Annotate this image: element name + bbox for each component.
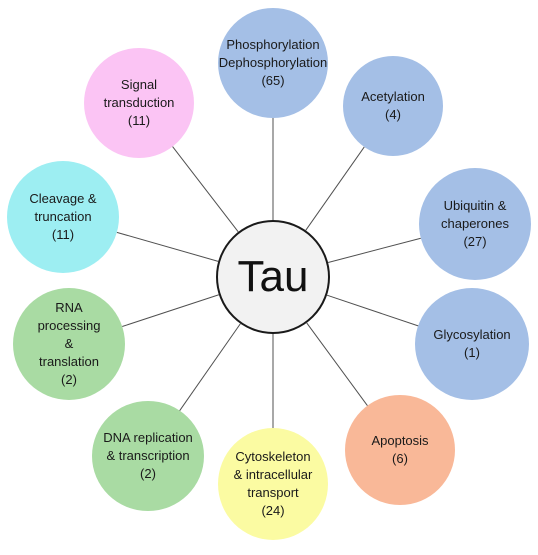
node-label-line: & [64, 336, 74, 351]
spoke-dna-replication [179, 323, 241, 412]
center-node-tau: Tau [216, 220, 330, 334]
node-label-line: (24) [261, 503, 285, 518]
spoke-glycosylation [326, 294, 420, 327]
node-acetylation: Acetylation (4) [343, 56, 443, 156]
node-label-line: (27) [463, 234, 487, 249]
node-label-line: Cytoskeleton [235, 449, 311, 464]
spoke-apoptosis [306, 322, 368, 406]
node-label-line: transport [247, 485, 299, 500]
spoke-rna-processing [122, 294, 220, 328]
node-label-line: truncation [34, 209, 92, 224]
spoke-signal-transduction [172, 146, 239, 233]
node-dna-replication: DNA replication & transcription (2) [92, 401, 204, 511]
node-label-line: RNA [55, 300, 83, 315]
node-label-line: (11) [51, 227, 75, 242]
node-glycosylation: Glycosylation (1) [415, 288, 529, 400]
node-label-line: Glycosylation [433, 327, 511, 342]
node-label-line: transduction [103, 95, 175, 110]
spoke-ubiquitin [328, 237, 421, 264]
node-apoptosis: Apoptosis (6) [345, 395, 455, 505]
spoke-cleavage [116, 231, 219, 262]
node-label-line: (2) [61, 372, 77, 387]
node-label-line: processing [37, 318, 101, 333]
node-label-line: Cleavage & [29, 191, 97, 206]
node-label-line: & intracellular [233, 467, 313, 482]
node-label-line: (1) [464, 345, 480, 360]
node-label-line: (11) [127, 113, 151, 128]
node-label-line: (4) [385, 107, 401, 122]
node-label-line: (2) [140, 466, 156, 481]
node-label-line: Phosphorylation [226, 37, 320, 52]
node-label-line: Ubiquitin & [443, 198, 507, 213]
node-label-line: chaperones [441, 216, 509, 231]
node-cytoskeleton: Cytoskeleton & intracellular transport (24) [218, 428, 328, 540]
node-label-line: DNA replication [103, 430, 193, 445]
node-label-line: Signal [120, 77, 158, 92]
node-label-line: translation [39, 354, 99, 369]
node-label-line: (65) [261, 73, 285, 88]
spoke-acetylation [305, 146, 365, 231]
node-cleavage-truncation: Cleavage & truncation (11) [7, 161, 119, 273]
node-label-line: (6) [392, 451, 408, 466]
node-signal-transduction: Signal transduction (11) [84, 48, 194, 158]
node-ubiquitin-chaperones: Ubiquitin & chaperones (27) [419, 168, 531, 280]
node-label-line: Acetylation [361, 89, 425, 104]
center-label: Tau [237, 252, 309, 301]
node-rna-processing: RNA processing & translation (2) [13, 288, 125, 400]
node-label-line: Apoptosis [371, 433, 429, 448]
node-label-line: & transcription [106, 448, 190, 463]
node-label-line: Dephosphorylation [218, 55, 328, 70]
